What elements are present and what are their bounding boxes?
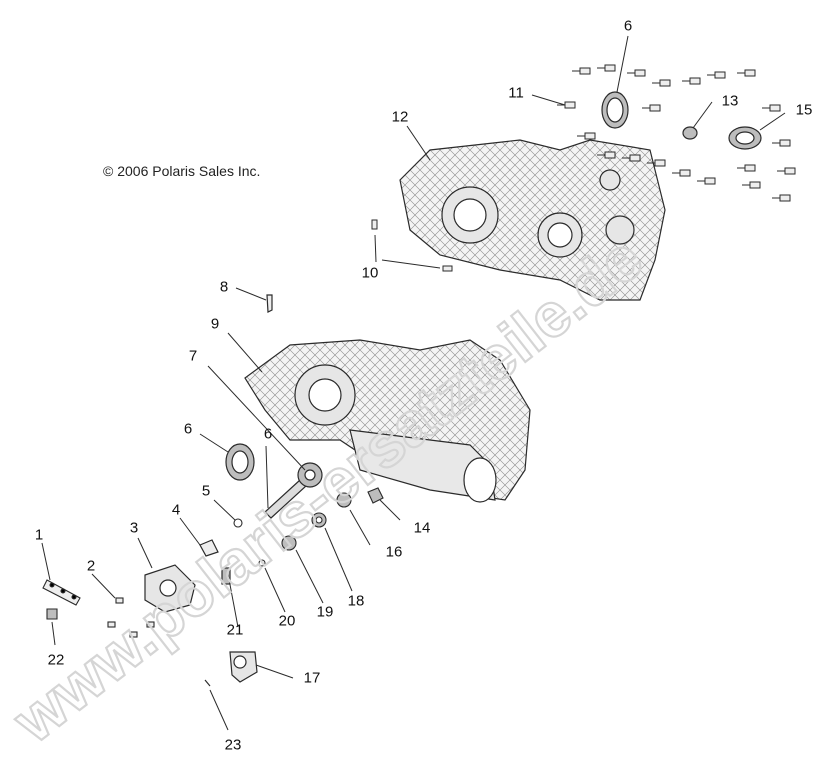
seal-lower [225, 443, 255, 481]
callout-22: 22 [47, 651, 65, 669]
callout-3: 3 [129, 519, 139, 537]
callout-6-lower: 6 [183, 420, 193, 438]
seal-top [601, 91, 629, 129]
part-9 [266, 294, 273, 313]
callout-21: 21 [226, 621, 244, 639]
callout-23: 23 [224, 736, 242, 754]
small-parts [233, 487, 384, 567]
callout-14-lower: 14 [413, 519, 431, 537]
callout-20: 20 [278, 612, 296, 630]
callout-6-top: 6 [623, 17, 633, 35]
pump-assembly [144, 539, 231, 613]
callout-13: 11 [508, 84, 524, 102]
callout-9: 8 [219, 278, 229, 296]
callout-4: 4 [171, 501, 181, 519]
callout-14-top: 13 [721, 92, 739, 110]
callout-15: 15 [795, 101, 813, 119]
copyright-notice: © 2006 Polaris Sales Inc. [103, 163, 261, 179]
callout-17: 17 [303, 669, 321, 687]
callout-12: 12 [391, 108, 409, 126]
bearing [728, 126, 762, 150]
nut-top [682, 126, 698, 140]
leader-lines [41, 35, 786, 731]
callout-18: 18 [347, 592, 365, 610]
callout-5: 5 [201, 482, 211, 500]
callout-10: 9 [210, 315, 220, 333]
callout-16: 16 [385, 543, 403, 561]
callout-7: 6 [263, 425, 273, 443]
callout-11: 10 [361, 264, 379, 282]
callout-1: 1 [34, 526, 44, 544]
upper-case-half [399, 139, 666, 301]
lower-case-half [244, 339, 531, 503]
bolt-group [557, 64, 796, 202]
bracket-and-fasteners [42, 579, 155, 638]
callout-2: 2 [86, 557, 96, 575]
sensor-assembly [204, 651, 258, 687]
callout-8: 7 [188, 347, 198, 365]
callout-19: 19 [316, 603, 334, 621]
shaft-gear [264, 462, 323, 519]
dowel-pins [371, 219, 453, 272]
